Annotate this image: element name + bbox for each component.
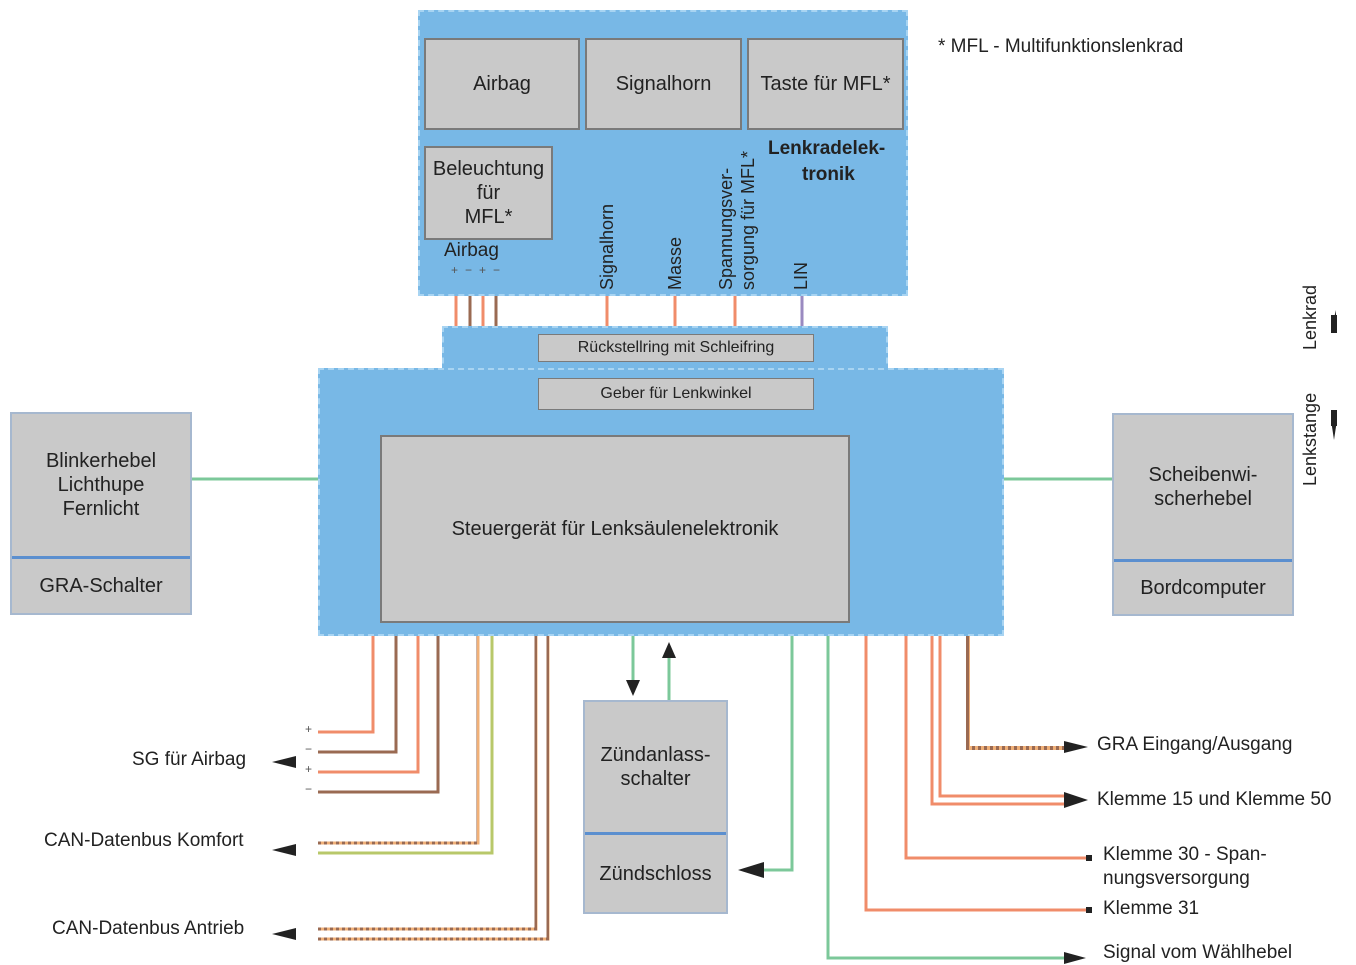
klemme30-label-1: Klemme 30 - Span- [1103,844,1267,865]
zuendanlassschalter-panel: Zündanlass- schalter Zündschloss [583,700,728,914]
klemme15-label: Klemme 15 und Klemme 50 [1097,789,1332,810]
airbag-output-wires [318,632,440,794]
lenkstange-axis-label: Lenkstange [1300,392,1320,486]
gra-eingang-label: GRA Eingang/Ausgang [1097,734,1293,755]
klemme31-label: Klemme 31 [1103,898,1200,919]
can-komfort-wires [318,632,494,855]
signal-waehlhebel-label: Signal vom Wählhebel [1103,942,1293,963]
gra-schalter-label: GRA-Schalter [39,575,163,597]
wheel-polarity-3: + [479,263,487,277]
bordcomputer-cell: Bordcomputer [1114,562,1292,614]
blinkerhebel-divider [12,556,190,559]
airbag-box: Airbag [424,38,580,130]
klemme30-label-2: nungsversorgung [1103,868,1250,889]
wheel-polarity-1: + [451,263,459,277]
beleuchtung-mfl-box: Beleuchtung für MFL* [424,146,553,240]
signalhorn-wire-label: Signalhorn [597,203,617,290]
masse-wire-label: Masse [665,236,685,290]
airbag-wire-label: Airbag [444,240,499,261]
scheibenwischerhebel-panel: Scheibenwi- scherhebel Bordcomputer [1112,413,1294,616]
lenkrad-axis-label: Lenkrad [1300,284,1320,350]
out-polarity-4: − [305,782,313,796]
lenkradelektronik-label-2: tronik [802,164,855,185]
spannung-wire-label-2: sorgung für MFL* [738,150,758,290]
beleuchtung-line2: MFL* [464,206,513,228]
wheel-wires [454,292,804,330]
steuergeraet-box: Steuergerät für Lenksäulenelektronik [380,435,850,623]
zuendanlass-cell: Zündanlass- schalter [585,702,726,832]
blinkerhebel-line2: Lichthupe [57,474,145,496]
blinkerhebel-cell: Blinkerhebel Lichthupe Fernlicht [12,414,190,556]
scheibenwischer-line1: Scheibenwi- [1148,464,1258,486]
scheibenwischer-cell: Scheibenwi- scherhebel [1114,415,1292,559]
zuendanlass-line1: Zündanlass- [600,744,711,766]
taste-mfl-box: Taste für MFL* [747,38,904,130]
can-antrieb-wires [318,632,550,941]
blinkerhebel-line1: Blinkerhebel [45,450,157,472]
steuergeraet-label: Steuergerät für Lenksäulenelektronik [451,518,779,540]
rueckstellring-box: Rückstellring mit Schleifring [538,334,814,362]
geber-lenkwinkel-box: Geber für Lenkwinkel [538,378,814,410]
blinkerhebel-panel: Blinkerhebel Lichthupe Fernlicht GRA-Sch… [10,412,192,615]
beleuchtung-line1: Beleuchtung für [432,158,545,204]
blinkerhebel-line3: Fernlicht [62,498,140,520]
footnote: * MFL - Multifunktionslenkrad [938,36,1184,57]
signalhorn-label: Signalhorn [615,73,712,95]
out-polarity-2: − [305,742,313,756]
sg-airbag-label: SG für Airbag [132,749,247,770]
wheel-polarity-2: − [465,263,473,277]
out-polarity-1: + [305,722,313,736]
rueckstellring-label: Rückstellring mit Schleifring [577,339,775,356]
geber-label: Geber für Lenkwinkel [600,385,752,402]
out-polarity-3: + [305,762,313,776]
zuendanlass-divider [585,832,726,835]
gra-schalter-cell: GRA-Schalter [12,559,190,613]
lin-wire-label: LIN [791,261,811,290]
signalhorn-box: Signalhorn [585,38,742,130]
scheibenwischer-line2: scherhebel [1154,488,1252,510]
spannung-wire-label-1: Spannungsver- [716,167,736,290]
airbag-label: Airbag [473,73,531,95]
zuendanlass-line2: schalter [620,768,691,790]
zuendschloss-cell: Zündschloss [585,835,726,912]
wheel-polarity-4: − [493,263,501,277]
can-antrieb-label: CAN-Datenbus Antrieb [52,918,245,939]
can-komfort-label: CAN-Datenbus Komfort [44,830,244,851]
lenkradelektronik-label-1: Lenkradelek- [768,138,886,159]
taste-mfl-label: Taste für MFL* [760,73,891,95]
zuendschloss-label: Zündschloss [599,862,712,885]
scheibenwischer-divider [1114,559,1292,562]
bordcomputer-label: Bordcomputer [1140,577,1266,599]
